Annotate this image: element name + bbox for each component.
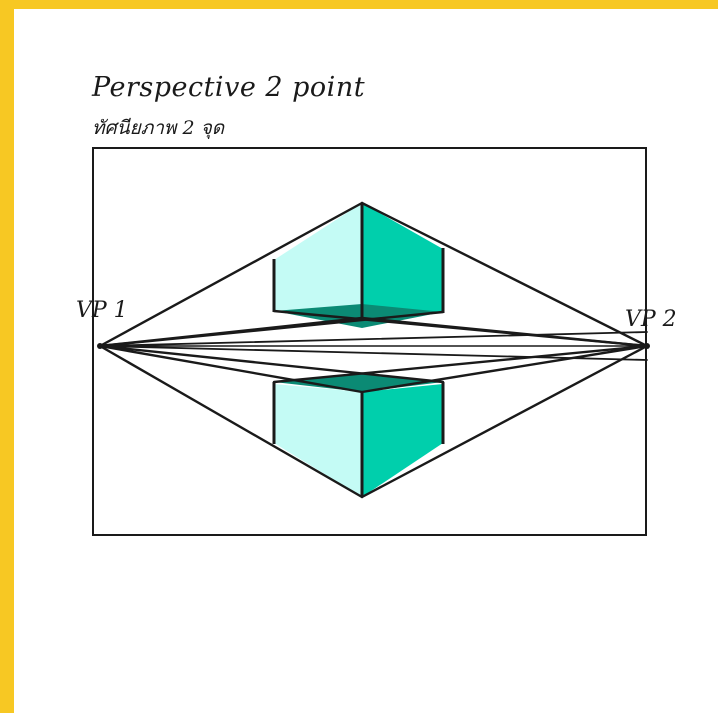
vp2-label: VP 2 bbox=[625, 307, 677, 332]
vp1-line-center-upper bbox=[99, 331, 648, 347]
vp2-line-lower-back bbox=[272, 344, 649, 384]
vp2-point bbox=[644, 343, 650, 349]
upper-box-left-face bbox=[274, 203, 362, 320]
vp1-line-lower-top bbox=[98, 344, 364, 394]
vp2-line-lower-bottom bbox=[360, 344, 649, 499]
vp2-line-upper-top bbox=[360, 201, 649, 348]
drawing-sheet bbox=[14, 9, 718, 713]
vp2-line-upper-back bbox=[272, 309, 649, 348]
vp1-line-lower-bottom bbox=[98, 344, 364, 499]
drawing-subtitle: ทัศนียภาพ 2 จุด bbox=[92, 117, 225, 139]
vp1-line-center-lower bbox=[99, 345, 648, 361]
vp1-label: VP 1 bbox=[76, 298, 128, 323]
drawing-title: Perspective 2 point bbox=[92, 72, 366, 103]
vp1-point bbox=[97, 343, 103, 349]
picture-frame bbox=[92, 147, 647, 536]
lower-box-left-face bbox=[274, 384, 362, 497]
vp1-line-upper-top bbox=[98, 201, 364, 348]
vp1-line-lower-back bbox=[98, 344, 445, 384]
upper-box-right-face bbox=[362, 203, 443, 320]
vp2-line-lower-top bbox=[360, 344, 649, 394]
lower-box-right-face bbox=[362, 384, 443, 497]
upper-box-bottom-face bbox=[274, 304, 443, 328]
vp1-line-upper-back bbox=[98, 310, 445, 348]
